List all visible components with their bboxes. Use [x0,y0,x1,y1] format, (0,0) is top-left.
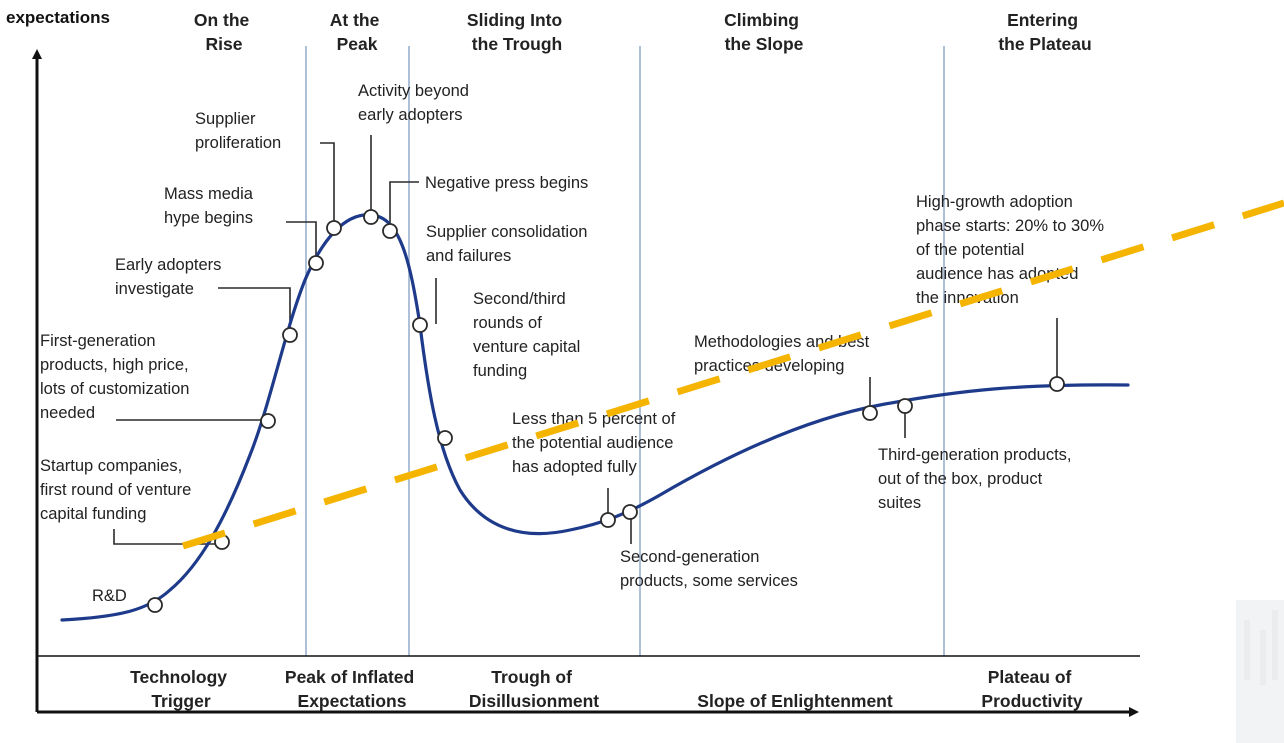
watermark-image [1236,600,1284,743]
annotation-rd: R&D [92,587,127,605]
annotation-high-growth: High-growth adoption phase starts: 20% t… [916,193,1109,307]
leader-lines [113,135,1058,545]
phase-peak-of-inflated-expectations: Peak of Inflated Expectations [285,667,419,711]
annotation-supplier-proliferation: Supplier proliferation [195,110,281,152]
phase-slope-of-enlightenment: Slope of Enlightenment [697,691,893,711]
annotation-negative-press: Negative press begins [425,174,588,192]
annotation-less-than-five-percent: Less than 5 percent of the potential aud… [512,410,680,476]
phase-plateau-of-productivity: Plateau of Productivity [981,667,1082,711]
header-on-the-rise: On the Rise [194,10,254,54]
hype-curve [60,213,1130,622]
header-sliding-into-trough: Sliding Into the Trough [467,10,567,54]
header-climbing-slope: Climbing the Slope [724,10,804,54]
annotation-activity-beyond: Activity beyond early adopters [358,82,474,124]
annotation-second-third-rounds: Second/third rounds of venture capital f… [473,290,585,380]
y-axis-label: expectations [6,8,110,27]
annotation-early-adopters: Early adopters investigate [115,256,226,298]
annotation-first-generation: First-generation products, high price, l… [40,332,194,422]
header-entering-plateau: Entering the Plateau [998,10,1091,54]
annotation-supplier-consolidation: Supplier consolidation and failures [426,223,592,265]
phase-trough-of-disillusionment: Trough of Disillusionment [469,667,599,711]
annotation-mass-media: Mass media hype begins [164,185,258,227]
phase-technology-trigger: Technology Trigger [130,667,232,711]
annotation-startup-companies: Startup companies, first round of ventur… [40,457,196,523]
header-at-the-peak: At the Peak [330,10,384,54]
annotation-third-generation: Third-generation products, out of the bo… [878,446,1076,512]
curve-markers [147,209,1065,613]
annotation-second-generation: Second-generation products, some service… [620,548,798,590]
